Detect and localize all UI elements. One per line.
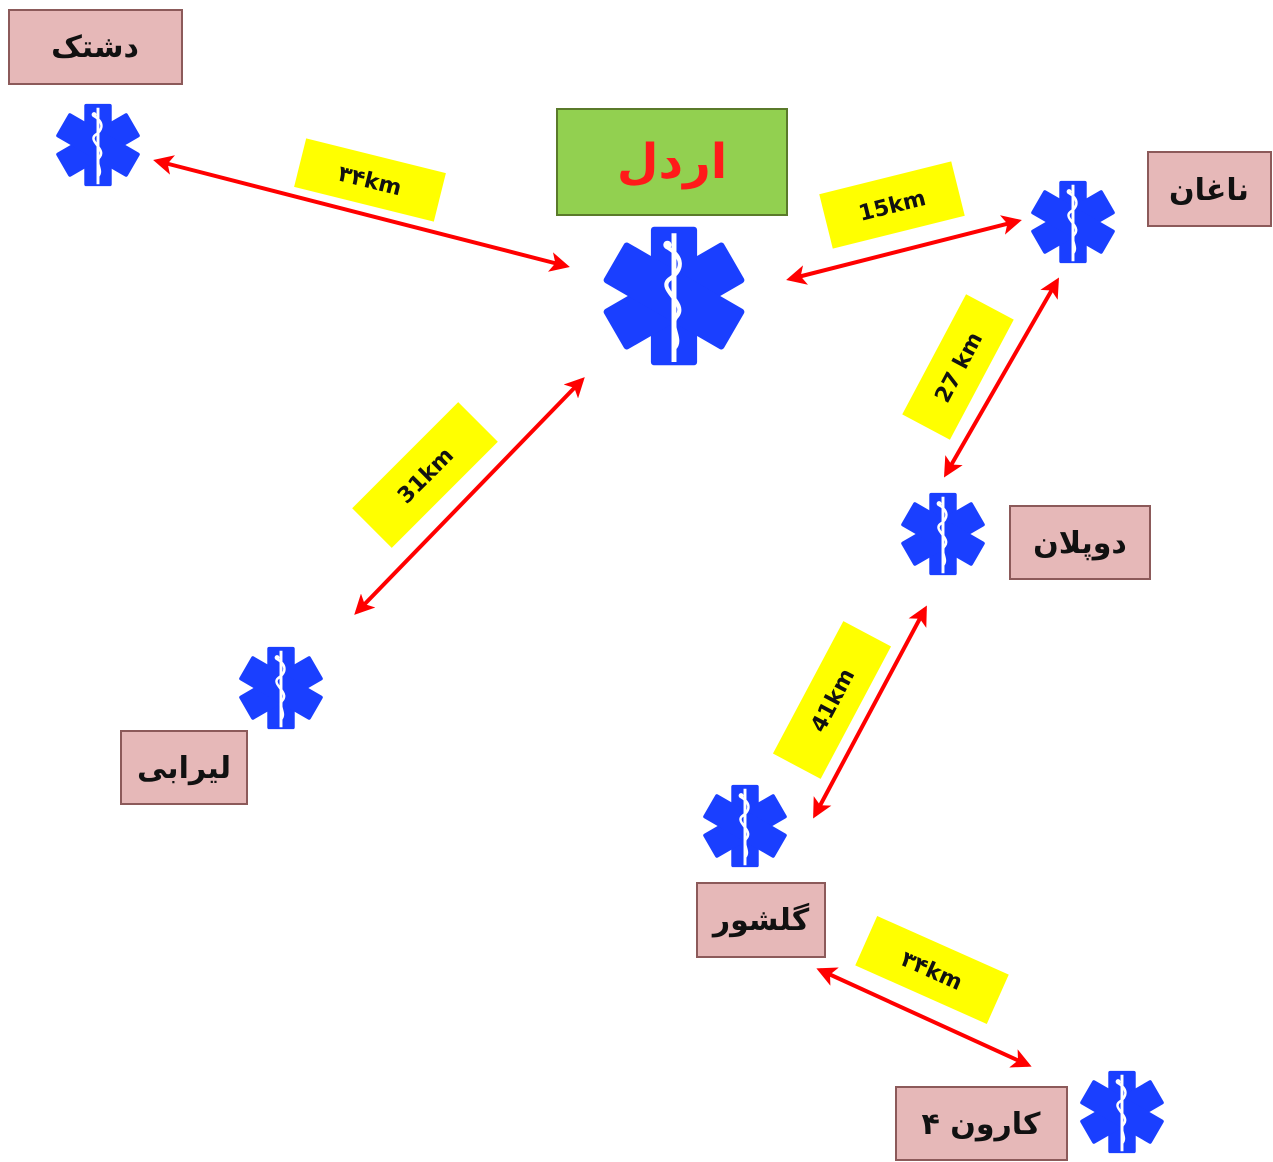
star-of-life-icon — [1078, 1069, 1166, 1155]
distance-label-dopolan-golshur: 41km — [772, 621, 892, 779]
distance-label-golshur-karun4: ۳۴km — [855, 916, 1009, 1024]
svg-text:کارون ۴: کارون ۴ — [922, 1107, 1042, 1142]
arrow-naghan-dopolan — [944, 277, 1059, 478]
node-box-naghan: ناغان — [1147, 151, 1272, 227]
distance-label-dashtak-ardal: ۳۴km — [294, 138, 446, 222]
arrow-dashtak-ardal — [153, 155, 570, 272]
arrow-ardal-naghan — [786, 215, 1022, 285]
distance-label-ardal-naghan: 15km — [819, 161, 965, 249]
svg-text:دوپلان: دوپلان — [1033, 526, 1127, 561]
arrow-ardal-lirabi — [354, 377, 585, 615]
main-station-box: اردل — [556, 108, 788, 216]
svg-text:لیرابی: لیرابی — [137, 751, 231, 786]
star-of-life-icon — [701, 783, 789, 869]
distance-label-naghan-dopolan: 27 km — [902, 294, 1014, 440]
arrow-dopolan-golshur — [813, 605, 927, 819]
star-of-life-icon — [1029, 179, 1117, 265]
svg-text:اردل: اردل — [617, 134, 727, 190]
svg-text:ناغان: ناغان — [1169, 173, 1249, 208]
node-box-golshur: گلشور — [696, 882, 826, 958]
star-of-life-icon — [54, 102, 142, 188]
node-box-dopolan: دوپلان — [1009, 505, 1151, 580]
node-box-dashtak: دشتک — [8, 9, 183, 85]
node-box-lirabi: لیرابی — [120, 730, 248, 805]
svg-text:دشتک: دشتک — [51, 30, 139, 65]
distance-label-ardal-lirabi: 31km — [352, 402, 498, 548]
svg-text:گلشور: گلشور — [711, 902, 810, 938]
arrow-golshur-karun4 — [816, 967, 1032, 1068]
node-box-karun4: کارون ۴ — [895, 1086, 1068, 1161]
star-of-life-icon — [899, 491, 987, 577]
star-of-life-icon — [237, 645, 325, 731]
star-of-life-icon — [602, 227, 745, 366]
